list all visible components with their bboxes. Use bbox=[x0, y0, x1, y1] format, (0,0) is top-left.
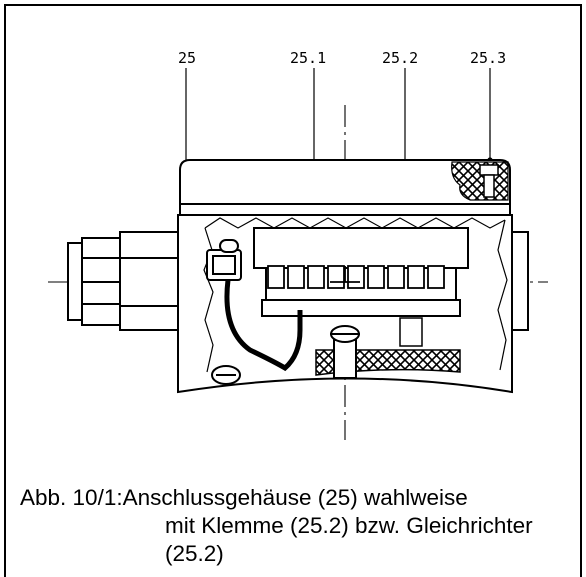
callout-label-25-1: 25.1 bbox=[290, 49, 326, 67]
caption-prefix: Abb. 10/1: bbox=[20, 485, 123, 510]
figure-border bbox=[4, 4, 582, 577]
callout-label-25: 25 bbox=[178, 49, 196, 67]
housing-lid bbox=[179, 159, 511, 216]
bottom-screw-left bbox=[211, 365, 241, 385]
callout-label-25-2: 25.2 bbox=[382, 49, 418, 67]
lid-screw-section bbox=[451, 161, 509, 201]
caption-line-2: mit Klemme (25.2) bzw. Gleichrichter bbox=[165, 513, 533, 538]
caption-line-1: Abb. 10/1:Anschlussgehäuse (25) wahlweis… bbox=[20, 484, 580, 512]
caption-line-3: (25.2) bbox=[165, 541, 224, 566]
caption-text-1: Anschlussgehäuse (25) wahlweise bbox=[122, 485, 468, 510]
bottom-fixing bbox=[315, 317, 461, 379]
figure-caption: Abb. 10/1:Anschlussgehäuse (25) wahlweis… bbox=[20, 484, 580, 568]
ground-clip bbox=[206, 239, 242, 281]
cable-gland bbox=[67, 231, 179, 331]
terminal-screws bbox=[267, 265, 445, 289]
callout-label-25-3: 25.3 bbox=[470, 49, 506, 67]
